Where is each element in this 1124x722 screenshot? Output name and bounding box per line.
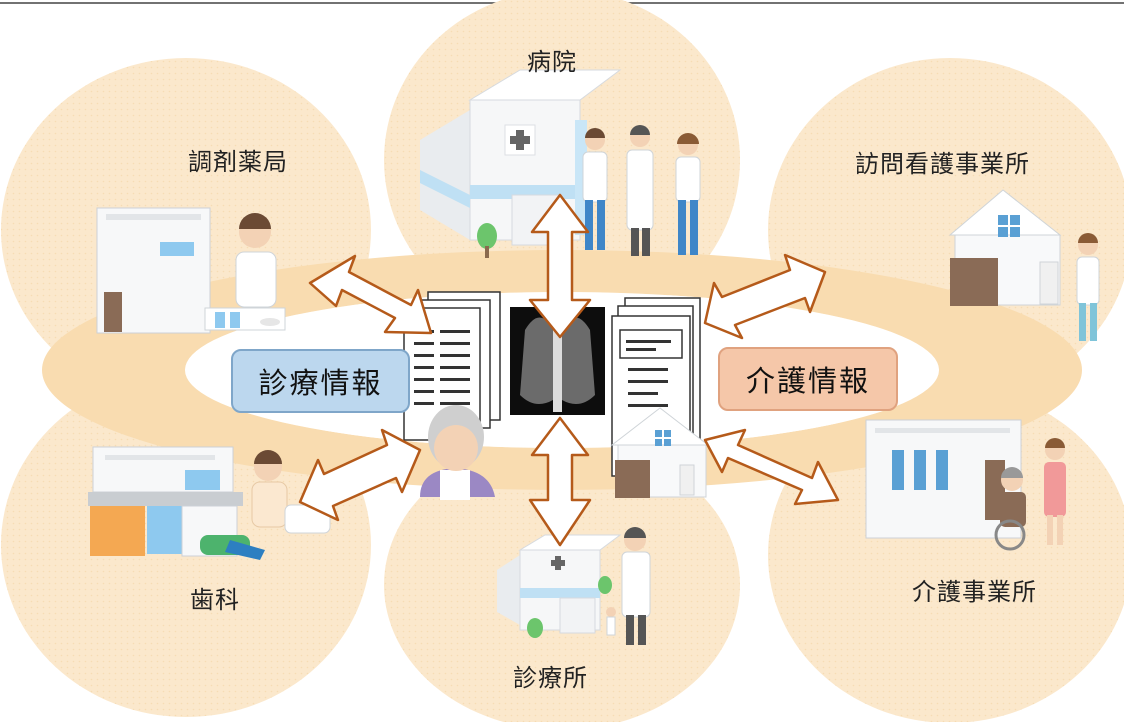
node-label-hospital: 病院: [527, 48, 577, 76]
node-label-clinic: 診療所: [513, 664, 588, 692]
arrow-care-office: [703, 428, 840, 506]
arrow-dental: [298, 428, 422, 522]
clinic-illustration: [497, 527, 651, 645]
node-label-dental: 歯科: [190, 586, 240, 614]
exchange-arrows: [298, 193, 840, 547]
elderly-person-illustration: [420, 405, 495, 500]
care-info-tag: 介護情報: [718, 347, 898, 411]
center-ring: [42, 250, 1082, 490]
arrow-hospital: [528, 193, 592, 339]
care-office-illustration: [865, 419, 1066, 551]
care-documents: [610, 297, 710, 498]
care-office-circle: [768, 387, 1124, 722]
xray-image: [510, 307, 605, 415]
node-label-pharmacy: 調剤薬局: [188, 148, 288, 176]
node-label-visiting-nursing: 訪問看護事業所: [855, 150, 1030, 178]
arrow-visiting-nursing: [703, 253, 827, 340]
pharmacy-illustration: [96, 207, 286, 334]
dental-illustration: [88, 446, 331, 560]
hospital-illustration: [420, 69, 701, 258]
arrow-pharmacy: [308, 254, 433, 335]
visiting-nursing-illustration: [948, 189, 1100, 341]
medical-info-tag: 診療情報: [231, 349, 410, 413]
node-label-care-office: 介護事業所: [912, 578, 1037, 606]
arrow-clinic: [528, 416, 592, 547]
